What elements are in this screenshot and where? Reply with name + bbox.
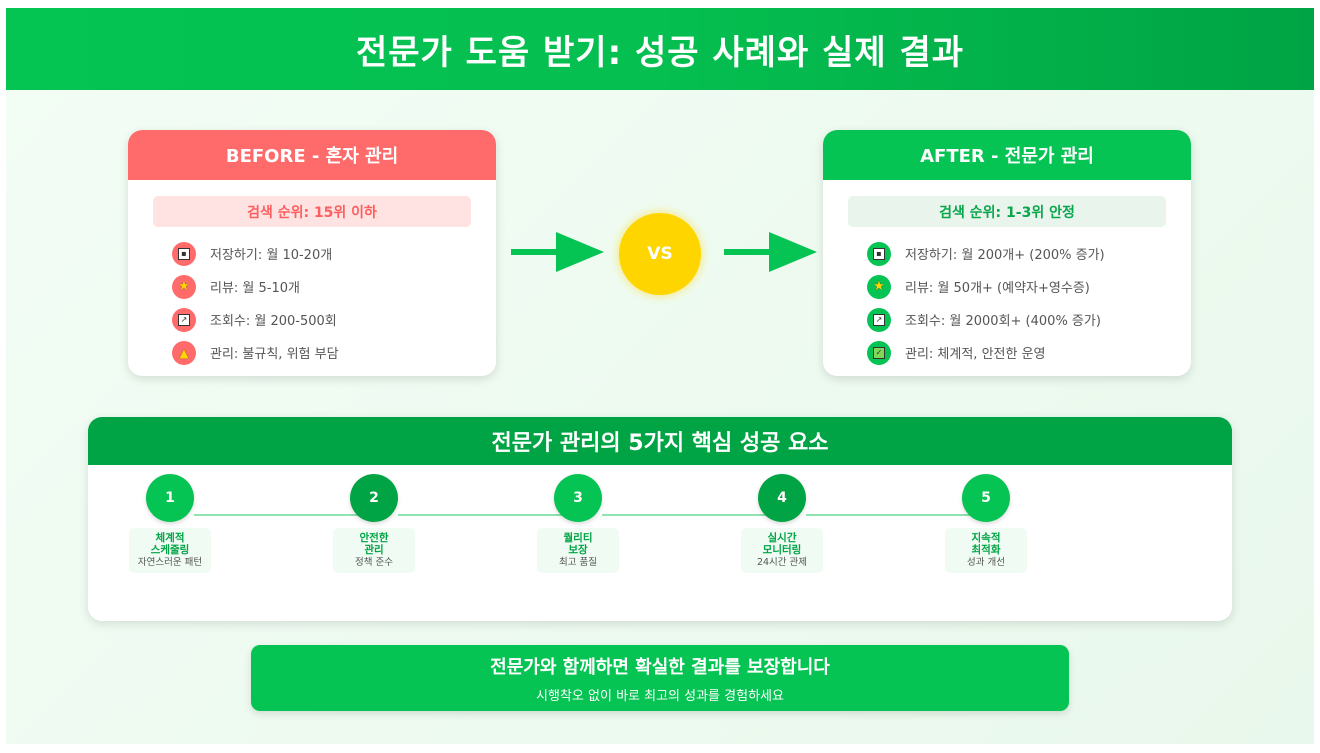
step-description: 자연스러운 패턴 [137, 557, 203, 568]
step-description: 24시간 관제 [756, 557, 808, 568]
after-card: AFTER - 전문가 관리 검색 순위: 1-3위 안정 ▪ 저장하기: 월 … [823, 130, 1191, 376]
step-description: 성과 개선 [967, 557, 1005, 568]
factor-step-3: 3 퀄리티 보장 최고 품질 [518, 474, 638, 573]
step-title-line-1: 지속적 [971, 532, 1001, 544]
before-card: BEFORE - 혼자 관리 검색 순위: 15위 이하 ▪ 저장하기: 월 1… [128, 130, 496, 376]
before-item-list: ▪ 저장하기: 월 10-20개 ★ 리뷰: 월 5-10개 ↗ 조회수: 월 … [172, 237, 496, 369]
step-title-line-1: 체계적 [155, 532, 185, 544]
page-header: 전문가 도움 받기: 성공 사례와 실제 결과 [6, 8, 1314, 90]
guarantee-banner: 전문가와 함께하면 확실한 결과를 보장합니다 시행착오 없이 바로 최고의 성… [251, 645, 1069, 711]
before-item-saves: ▪ 저장하기: 월 10-20개 [172, 237, 496, 270]
before-item-management: ▲ 관리: 불규칙, 위험 부담 [172, 336, 496, 369]
step-description: 정책 준수 [355, 557, 393, 568]
step-label: 실시간 모니터링 24시간 관제 [741, 528, 823, 573]
after-item-reviews: ★ 리뷰: 월 50개+ (예약자+영수증) [867, 270, 1191, 303]
before-item-saves-text: 저장하기: 월 10-20개 [210, 248, 333, 263]
step-label: 안전한 관리 정책 준수 [333, 528, 415, 573]
after-item-management-text: 관리: 체계적, 안전한 운영 [905, 347, 1046, 362]
before-item-reviews: ★ 리뷰: 월 5-10개 [172, 270, 496, 303]
infographic-canvas: 전문가 도움 받기: 성공 사례와 실제 결과 BEFORE - 혼자 관리 검… [6, 8, 1314, 744]
vs-badge: VS [619, 213, 701, 295]
factor-step-4: 4 실시간 모니터링 24시간 관제 [722, 474, 842, 573]
step-title-line-2: 최적화 [971, 544, 1001, 556]
checkmark-icon: ✓ [867, 340, 891, 365]
step-label: 지속적 최적화 성과 개선 [945, 528, 1027, 573]
step-connector [398, 514, 578, 516]
before-item-management-text: 관리: 불규칙, 위험 부담 [210, 347, 339, 362]
after-item-saves-text: 저장하기: 월 200개+ (200% 증가) [905, 248, 1105, 263]
after-rank-badge: 검색 순위: 1-3위 안정 [848, 196, 1166, 227]
step-connector [194, 514, 374, 516]
after-item-reviews-text: 리뷰: 월 50개+ (예약자+영수증) [905, 281, 1090, 296]
factor-step-1: 1 체계적 스케줄링 자연스러운 패턴 [110, 474, 230, 573]
chart-icon: ↗ [172, 307, 196, 332]
after-item-saves: ▪ 저장하기: 월 200개+ (200% 증가) [867, 237, 1191, 270]
factor-step-5: 5 지속적 최적화 성과 개선 [926, 474, 1046, 573]
arrow-right-icon [724, 232, 817, 272]
chart-icon: ↗ [867, 307, 891, 332]
step-title-line-1: 실시간 [767, 532, 797, 544]
after-item-list: ▪ 저장하기: 월 200개+ (200% 증가) ★ 리뷰: 월 50개+ (… [867, 237, 1191, 369]
step-number: 2 [350, 474, 398, 522]
after-item-views: ↗ 조회수: 월 2000회+ (400% 증가) [867, 303, 1191, 336]
step-title-line-1: 안전한 [359, 532, 389, 544]
star-icon: ★ [867, 274, 891, 299]
arrow-right-icon [511, 232, 604, 272]
step-connector [602, 514, 782, 516]
step-title-line-1: 퀄리티 [563, 532, 593, 544]
before-item-views: ↗ 조회수: 월 200-500회 [172, 303, 496, 336]
before-card-heading: BEFORE - 혼자 관리 [128, 130, 496, 180]
step-connector [806, 514, 986, 516]
step-title-line-2: 모니터링 [762, 544, 802, 556]
before-item-reviews-text: 리뷰: 월 5-10개 [210, 281, 300, 296]
factor-step-2: 2 안전한 관리 정책 준수 [314, 474, 434, 573]
step-number: 3 [554, 474, 602, 522]
step-label: 체계적 스케줄링 자연스러운 패턴 [129, 528, 211, 573]
step-description: 최고 품질 [559, 557, 597, 568]
banner-subtitle: 시행착오 없이 바로 최고의 성과를 경험하세요 [536, 688, 784, 704]
before-rank-badge: 검색 순위: 15위 이하 [153, 196, 471, 227]
after-item-management: ✓ 관리: 체계적, 안전한 운영 [867, 336, 1191, 369]
star-icon: ★ [172, 274, 196, 299]
floppy-disk-icon: ▪ [172, 241, 196, 266]
before-item-views-text: 조회수: 월 200-500회 [210, 314, 337, 329]
warning-icon: ▲ [172, 340, 196, 365]
step-label: 퀄리티 보장 최고 품질 [537, 528, 619, 573]
after-card-heading: AFTER - 전문가 관리 [823, 130, 1191, 180]
step-number: 5 [962, 474, 1010, 522]
floppy-disk-icon: ▪ [867, 241, 891, 266]
banner-title: 전문가와 함께하면 확실한 결과를 보장합니다 [490, 656, 830, 678]
after-item-views-text: 조회수: 월 2000회+ (400% 증가) [905, 314, 1101, 329]
page-title: 전문가 도움 받기: 성공 사례와 실제 결과 [355, 32, 965, 73]
step-title-line-2: 관리 [364, 544, 384, 556]
step-number: 1 [146, 474, 194, 522]
step-number: 4 [758, 474, 806, 522]
success-factors-heading: 전문가 관리의 5가지 핵심 성공 요소 [88, 417, 1232, 465]
step-title-line-2: 스케줄링 [150, 544, 190, 556]
step-title-line-2: 보장 [568, 544, 588, 556]
success-factors-panel: 전문가 관리의 5가지 핵심 성공 요소 1 체계적 스케줄링 자연스러운 패턴… [88, 417, 1232, 621]
